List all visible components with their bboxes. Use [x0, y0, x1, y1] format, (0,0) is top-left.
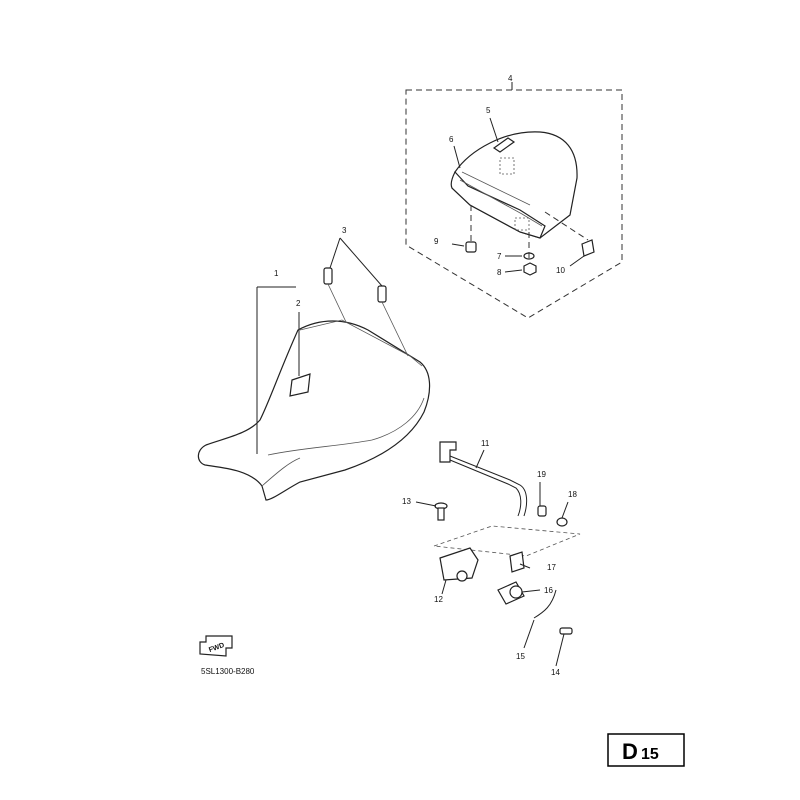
- callout-6: 6: [449, 135, 454, 144]
- diagram-code: 5SL1300-B280: [201, 667, 255, 676]
- callout-1: 1: [274, 269, 279, 278]
- seat-label: [289, 373, 311, 397]
- callout-labels: 1 2 3 4 5 6 7 8 9 10 11 12 13 14 15 16 1…: [274, 74, 577, 677]
- callout-2: 2: [296, 299, 301, 308]
- callout-4: 4: [508, 74, 513, 83]
- cowl-assembly-boundary: [405, 89, 623, 319]
- seat-lock-cable: [439, 441, 528, 517]
- callout-18: 18: [568, 490, 577, 499]
- callout-3: 3: [342, 226, 347, 235]
- callout-12: 12: [434, 595, 443, 604]
- callout-9: 9: [434, 237, 439, 246]
- seat-bolt-left: [323, 267, 347, 323]
- callout-17: 17: [547, 563, 556, 572]
- callout-11: 11: [481, 439, 490, 448]
- cowl-clip: [544, 211, 595, 257]
- page-badge: D 15: [607, 733, 685, 767]
- seat-cowl: [450, 131, 578, 239]
- callout-13: 13: [402, 497, 411, 506]
- leader-lines: [256, 117, 585, 667]
- cable-end: [537, 505, 547, 517]
- page-badge-number: 15: [641, 746, 659, 763]
- page-badge-prefix: D: [622, 739, 638, 764]
- callout-7: 7: [497, 252, 502, 261]
- nut: [523, 262, 537, 276]
- callout-10: 10: [556, 266, 565, 275]
- callout-19: 19: [537, 470, 546, 479]
- fwd-arrow-icon: FWD: [199, 635, 233, 657]
- callout-16: 16: [544, 586, 553, 595]
- cowl-emblem: [492, 137, 516, 153]
- lock-screw-13: [434, 502, 448, 521]
- grommet: [465, 205, 477, 253]
- lock-spring: [533, 589, 557, 619]
- callout-14: 14: [551, 668, 560, 677]
- seat: [197, 319, 431, 501]
- lock-collar: [509, 551, 525, 573]
- lock-screw-14: [559, 627, 573, 635]
- lock-washer: [556, 517, 568, 527]
- callout-15: 15: [516, 652, 525, 661]
- callout-5: 5: [486, 106, 491, 115]
- callout-8: 8: [497, 268, 502, 277]
- lock-cylinder: [497, 581, 525, 605]
- seat-lock-body: [439, 547, 479, 582]
